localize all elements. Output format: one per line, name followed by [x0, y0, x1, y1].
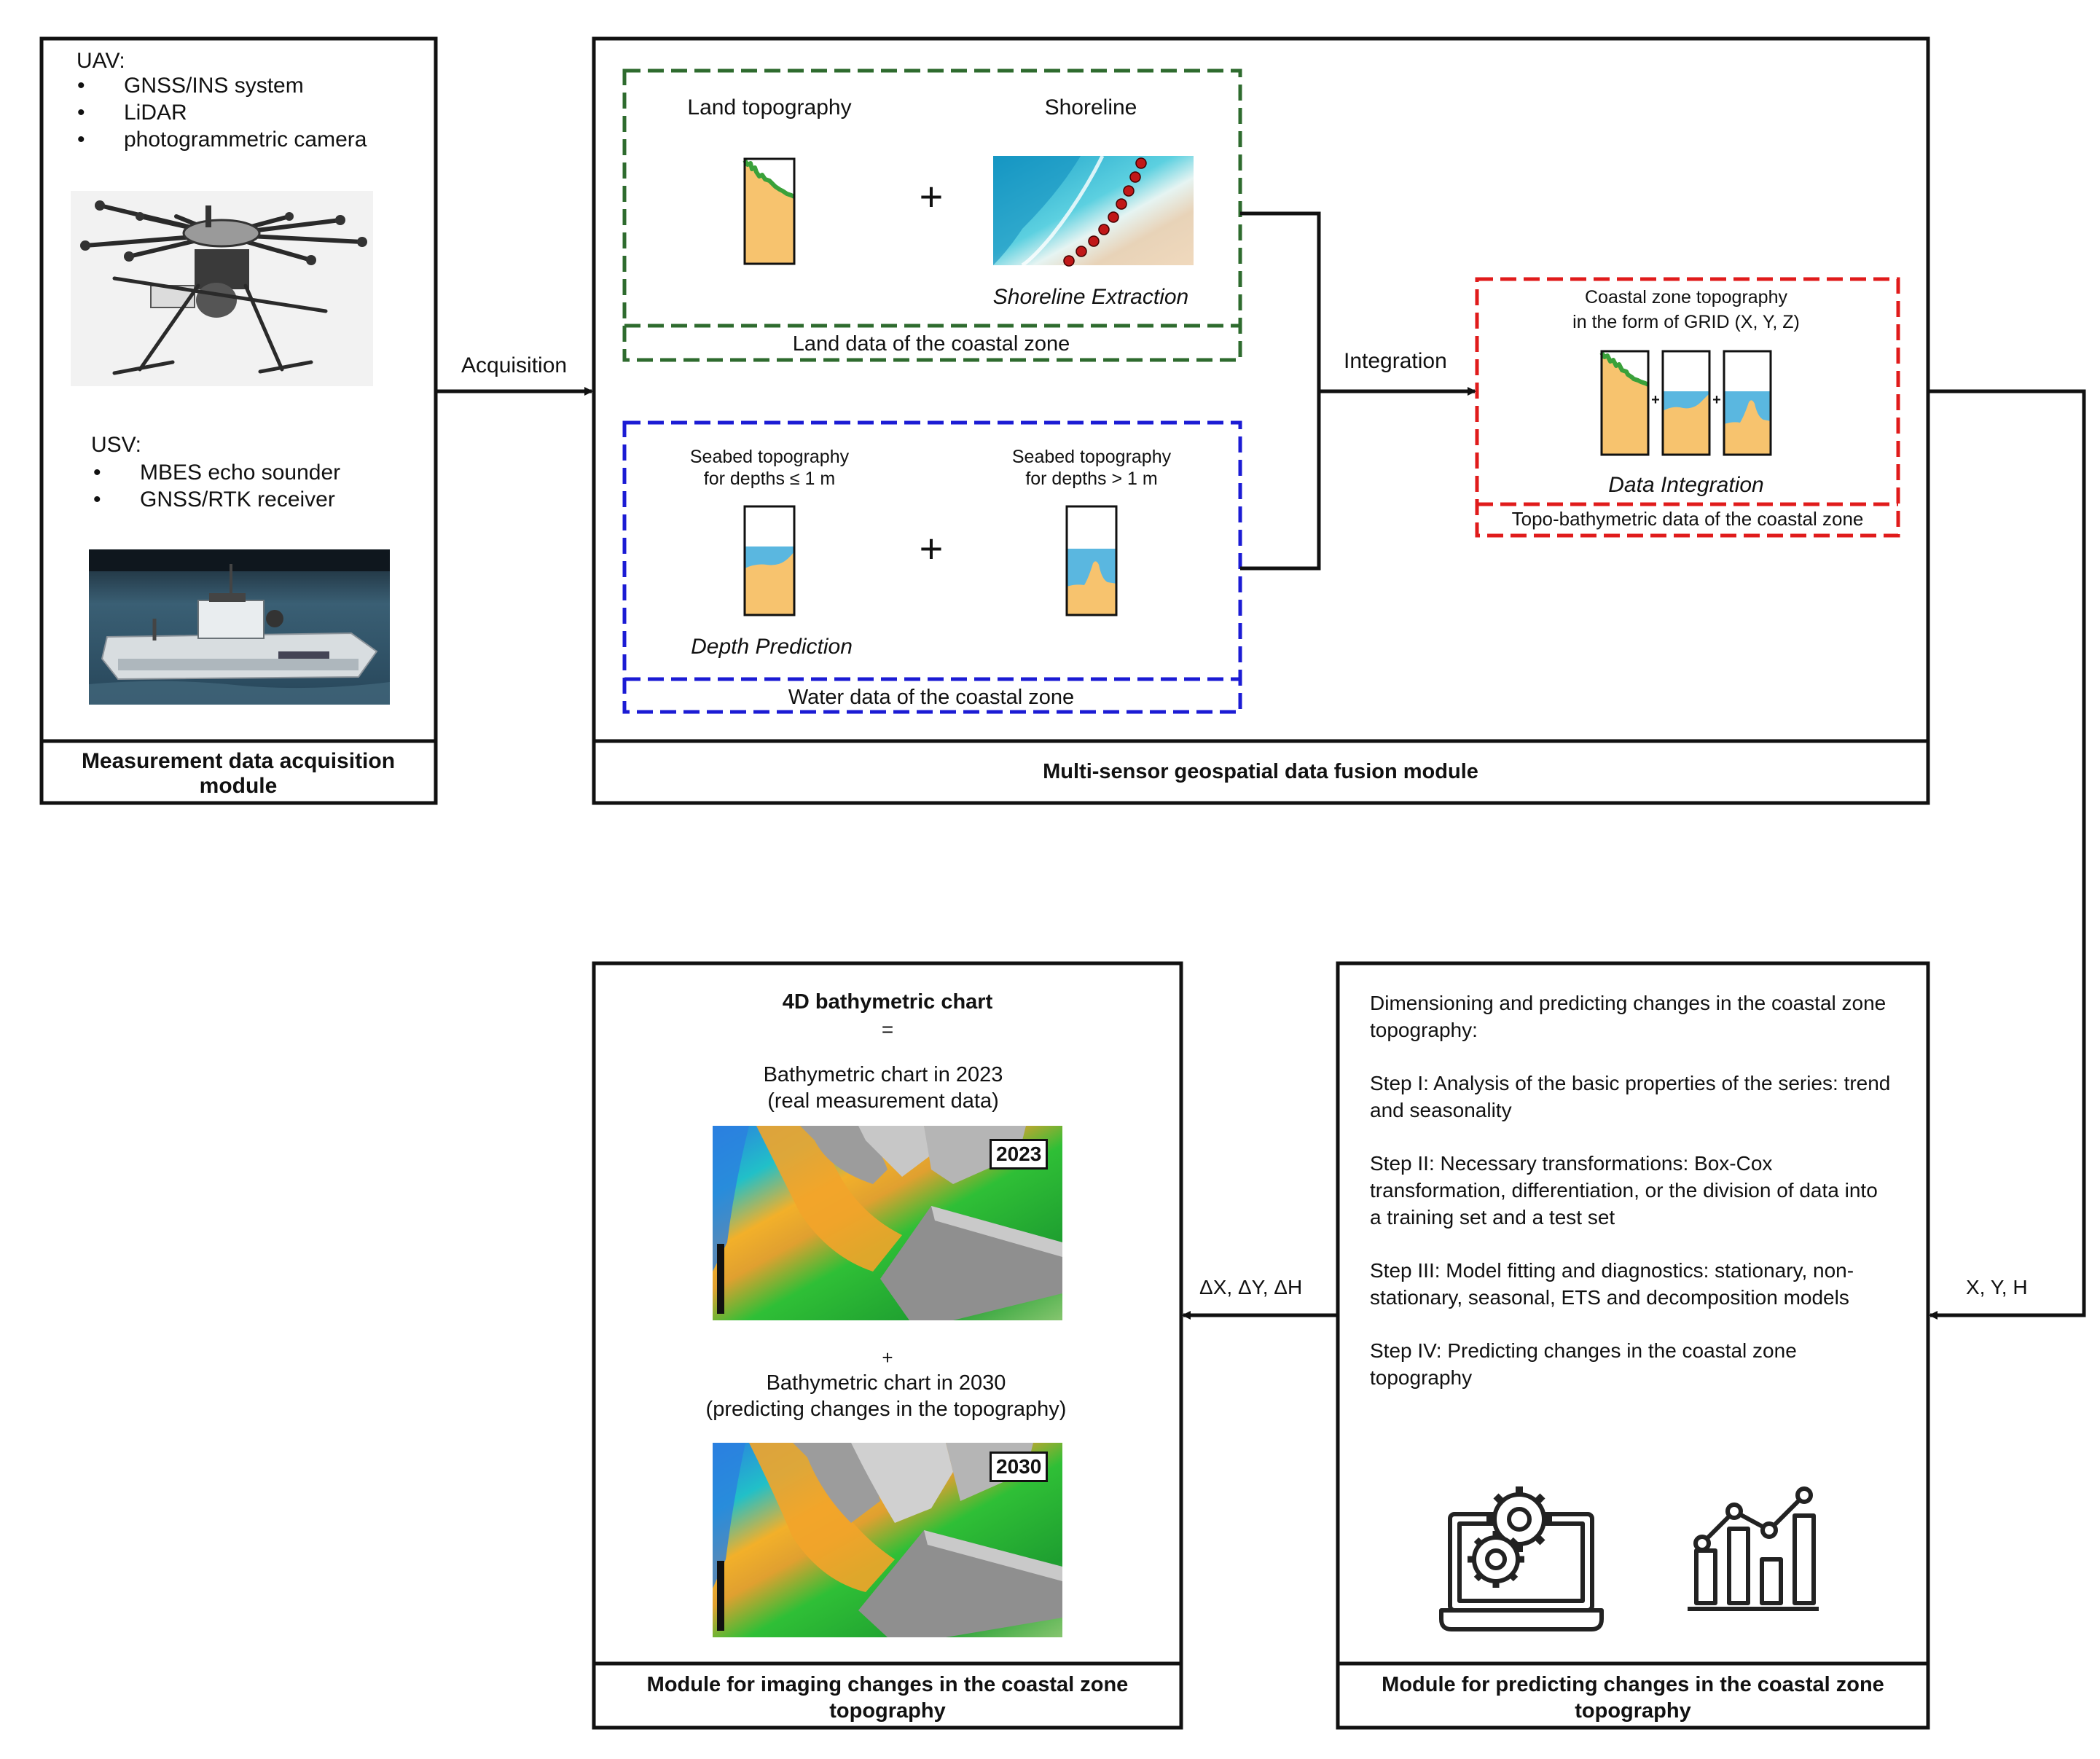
plus-sign: + — [1651, 392, 1660, 408]
deep-seabed-label: Seabed topography for depths > 1 m — [1012, 446, 1171, 490]
prediction-module-title: Module for predicting changes in the coa… — [1382, 1673, 1884, 1723]
land-topography-label: Land topography — [687, 95, 852, 120]
prediction-intro: Dimensioning and predicting changes in t… — [1370, 992, 1887, 1041]
land-topography-chart — [743, 157, 796, 265]
step-4: Step IV: Predicting changes in the coast… — [1370, 1339, 1797, 1389]
shallow-seabed-chart — [743, 505, 796, 616]
drone-icon — [71, 191, 373, 386]
land-data-title: Land data of the coastal zone — [792, 332, 1070, 356]
prediction-steps: Dimensioning and predicting changes in t… — [1370, 990, 1895, 1417]
list-item: LiDAR — [77, 99, 367, 126]
acquisition-label: Acquisition — [461, 353, 568, 377]
equals-sign: = — [881, 1018, 894, 1041]
integration-land-chart — [1599, 350, 1650, 456]
deep-seabed-label-line2: for depths > 1 m — [1025, 469, 1158, 489]
integration-shallow-chart — [1661, 350, 1711, 456]
grid-topography-label-line2: in the form of GRID (X, Y, Z) — [1572, 312, 1800, 332]
grid-topography-label-line1: Coastal zone topography — [1585, 287, 1787, 307]
step-2: Step II: Necessary transformations: Box-… — [1370, 1152, 1878, 1229]
step-3: Step III: Model fitting and diagnostics:… — [1370, 1259, 1854, 1309]
list-item: photogrammetric camera — [77, 126, 367, 153]
water-data-title: Water data of the coastal zone — [788, 686, 1075, 709]
shoreline-image — [993, 154, 1194, 267]
usv-title: USV: — [91, 433, 141, 457]
acquisition-module-title: Measurement data acquisition module — [81, 749, 396, 798]
plus-sign: + — [919, 525, 944, 571]
integration-connector — [1240, 211, 1476, 571]
step-1: Step I: Analysis of the basic properties… — [1370, 1072, 1891, 1121]
list-item: MBES echo sounder — [93, 459, 340, 486]
fusion-module-title: Multi-sensor geospatial data fusion modu… — [1043, 760, 1478, 783]
shoreline-points — [1063, 157, 1147, 267]
list-item: GNSS/RTK receiver — [93, 486, 340, 513]
deep-seabed-label-line1: Seabed topography — [1011, 447, 1172, 467]
prediction-module-box — [1336, 961, 1930, 1730]
shallow-seabed-label: Seabed topography for depths ≤ 1 m — [690, 446, 849, 490]
grid-topography-label: Coastal zone topography in the form of G… — [1572, 285, 1800, 334]
uav-sensor-list: GNSS/INS system LiDAR photogrammetric ca… — [77, 72, 367, 153]
boat-icon — [89, 549, 390, 705]
data-integration-caption: Data Integration — [1608, 473, 1764, 497]
topo-bathymetric-title: Topo-bathymetric data of the coastal zon… — [1511, 508, 1864, 530]
integration-label: Integration — [1344, 349, 1447, 373]
xyh-label: X, Y, H — [1966, 1276, 2028, 1298]
bathymetric-chart-2030 — [713, 1443, 1062, 1637]
fusion-module-box — [592, 36, 1930, 805]
gears-laptop-icon — [1439, 1486, 1604, 1631]
plus-sign: + — [882, 1347, 893, 1368]
integration-data-box — [1475, 277, 1900, 538]
shallow-seabed-label-line1: Seabed topography — [689, 447, 850, 467]
acquisition-module-box — [39, 36, 438, 805]
year-2030-label: 2030 — [990, 1452, 1049, 1482]
list-item: GNSS/INS system — [77, 72, 367, 99]
4d-chart-title: 4D bathymetric chart — [782, 990, 993, 1014]
usv-sensor-list: MBES echo sounder GNSS/RTK receiver — [93, 459, 340, 513]
delta-label: ΔX, ΔY, ΔH — [1199, 1276, 1303, 1298]
integration-deep-chart — [1723, 350, 1772, 456]
depth-prediction-caption: Depth Prediction — [691, 635, 853, 659]
shoreline-extraction-caption: Shoreline Extraction — [992, 285, 1189, 309]
chart-2030-caption-line2: (predicting changes in the topography) — [705, 1398, 1067, 1421]
plus-sign: + — [1712, 392, 1721, 408]
shallow-seabed-label-line2: for depths ≤ 1 m — [703, 469, 836, 489]
uav-title: UAV: — [77, 49, 125, 73]
year-2023-label: 2023 — [990, 1139, 1049, 1170]
chart-2030-caption-line1: Bathymetric chart in 2030 — [766, 1371, 1006, 1395]
plus-sign: + — [919, 173, 944, 219]
chart-2030-caption: Bathymetric chart in 2030 (predicting ch… — [706, 1370, 1067, 1422]
imaging-module-title: Module for imaging changes in the coasta… — [646, 1673, 1129, 1723]
bar-line-chart-icon — [1688, 1486, 1819, 1611]
xyh-connector — [1928, 389, 2086, 1320]
chart-2023-caption: Bathymetric chart in 2023 (real measurem… — [764, 1062, 1003, 1114]
chart-2023-caption-line2: (real measurement data) — [767, 1089, 999, 1113]
imaging-module-box — [592, 961, 1183, 1730]
chart-2023-caption-line1: Bathymetric chart in 2023 — [763, 1063, 1003, 1086]
shoreline-label: Shoreline — [1044, 95, 1137, 120]
deep-seabed-chart — [1065, 505, 1118, 616]
